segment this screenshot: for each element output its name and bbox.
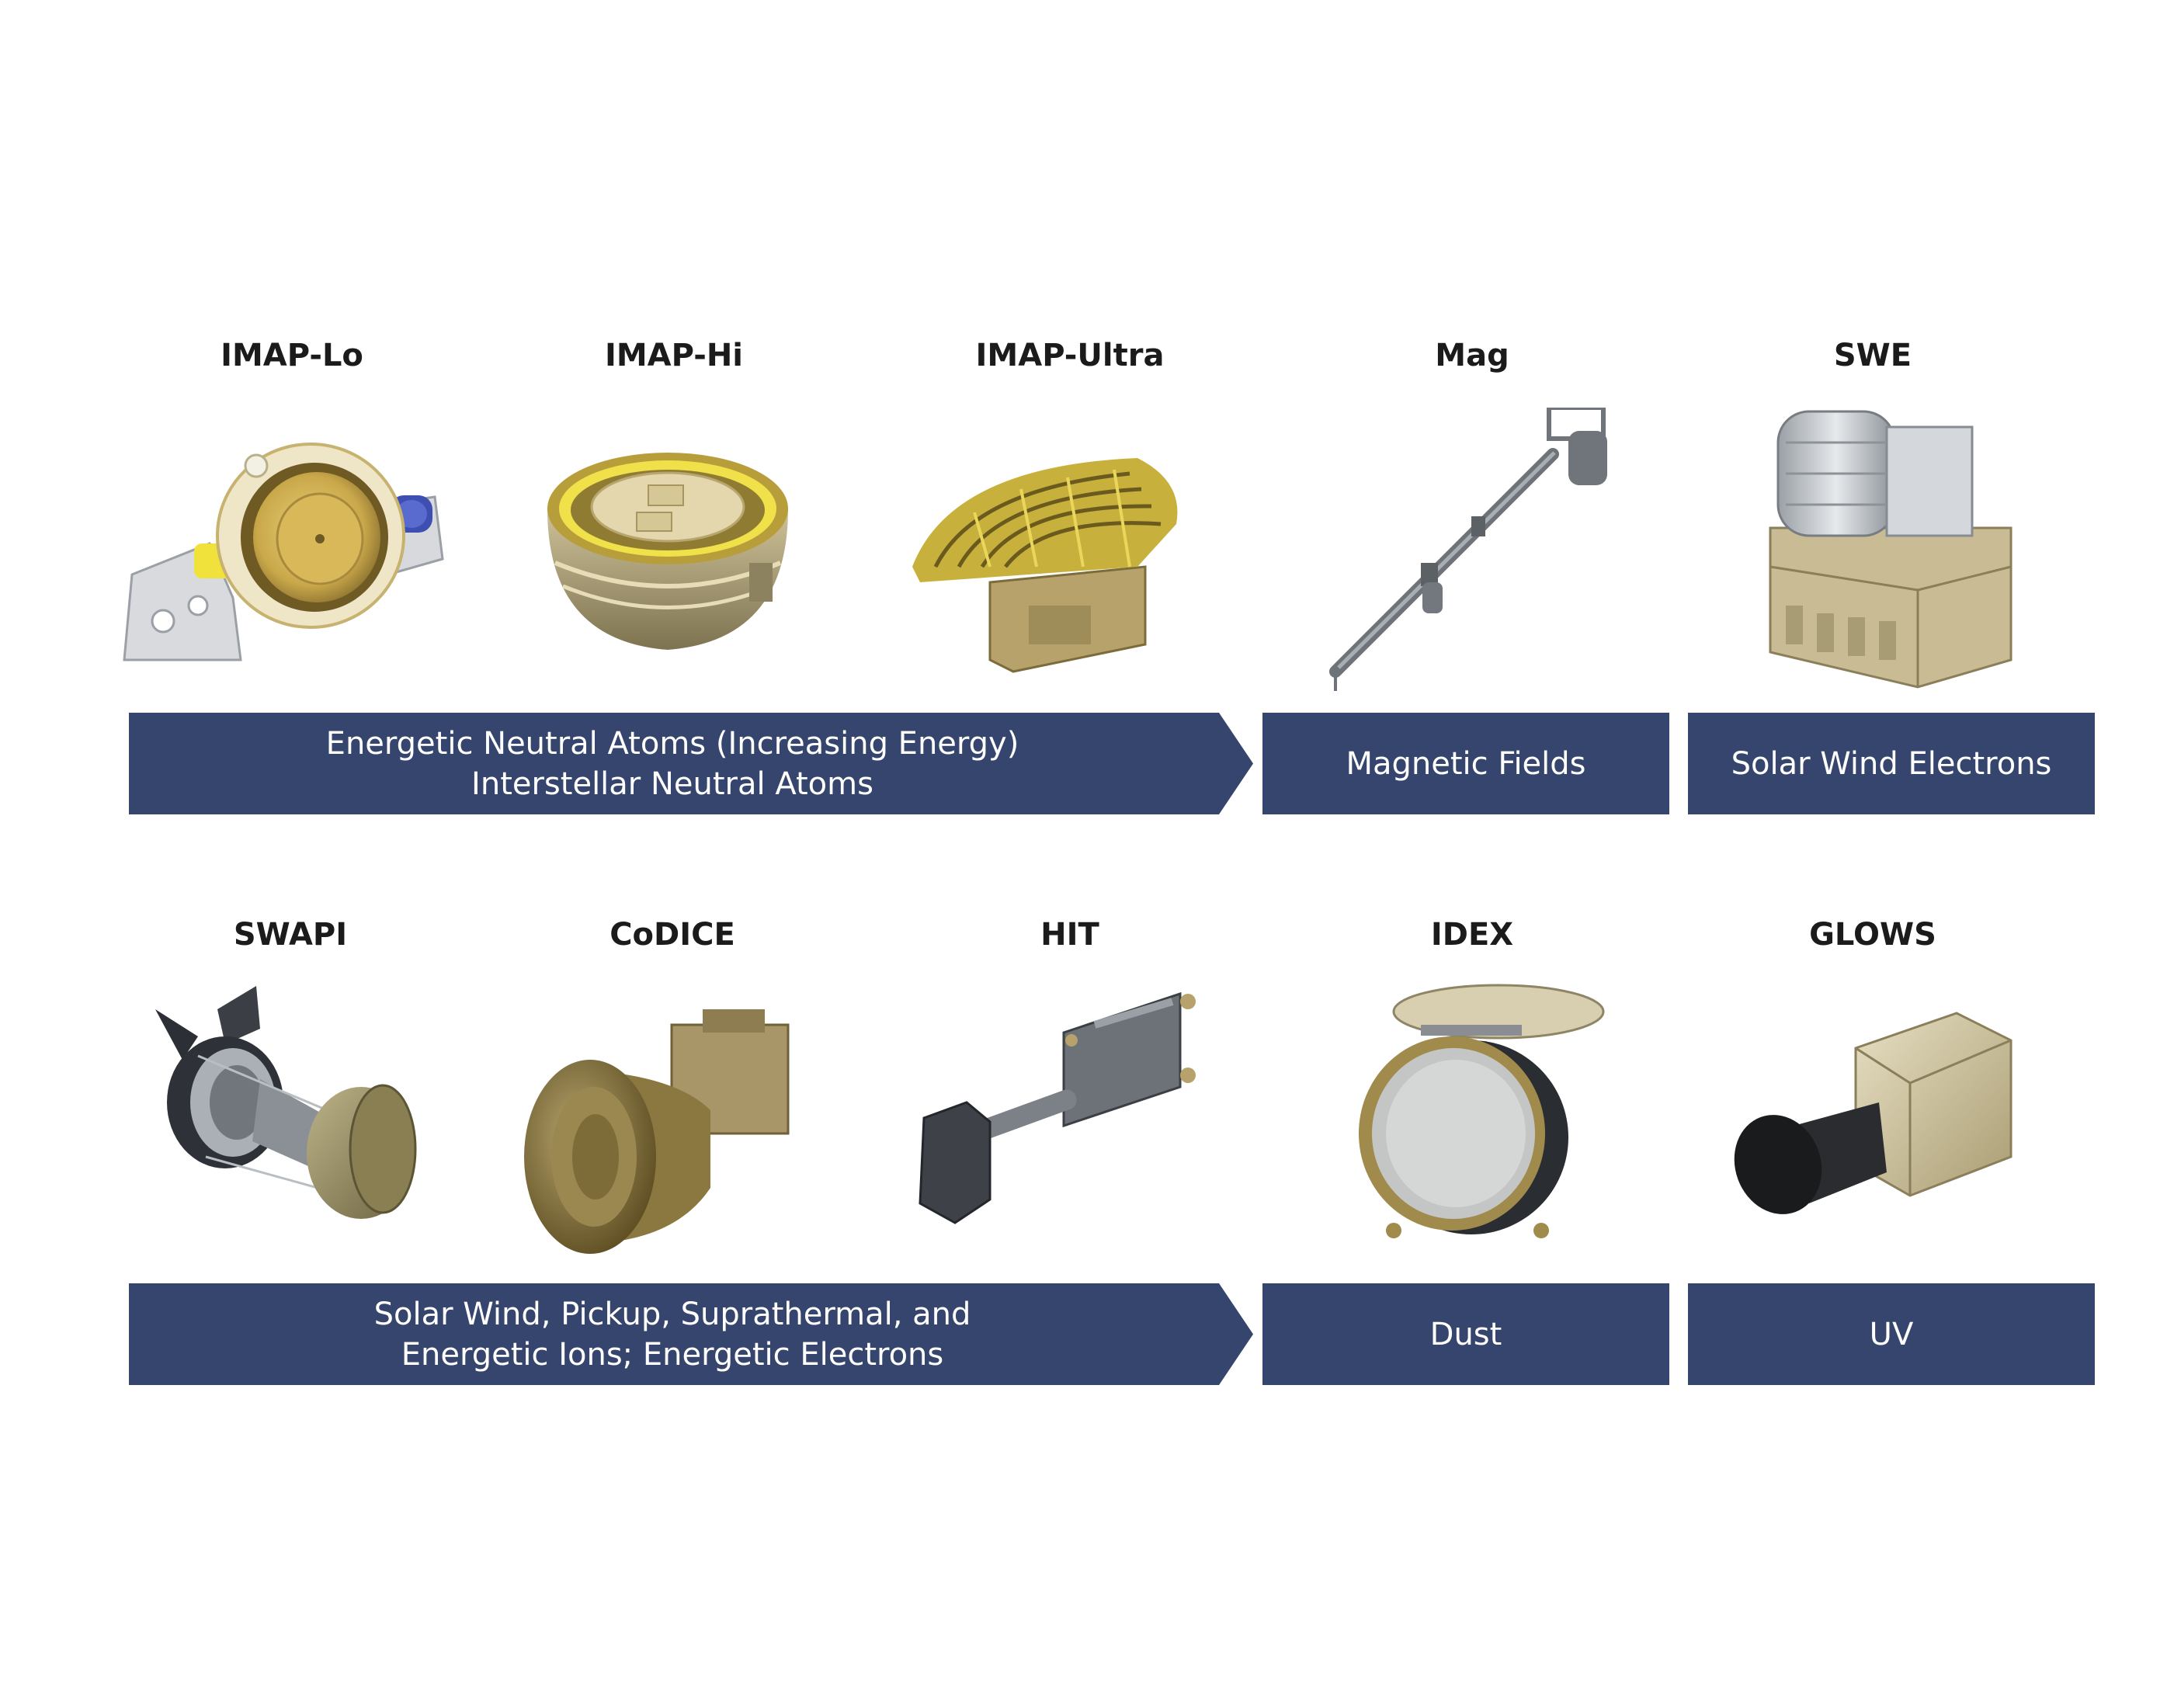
band-dust: Dust xyxy=(1262,1283,1669,1385)
imap-ultra-sensor-icon xyxy=(912,458,1178,673)
band-ena-line2: Interstellar Neutral Atoms xyxy=(471,765,873,802)
band-dust-label: Dust xyxy=(1429,1316,1502,1352)
title-swe: SWE xyxy=(1833,338,1912,373)
band-uv: UV xyxy=(1688,1283,2095,1385)
band-ena-line1: Energetic Neutral Atoms (Increasing Ener… xyxy=(325,725,1019,762)
imap-lo-sensor-icon xyxy=(123,443,444,661)
title-mag: Mag xyxy=(1435,338,1509,373)
glows-sensor-icon xyxy=(1734,1012,2013,1214)
band-swe-label: Solar Wind Electrons xyxy=(1731,745,2052,782)
band-ions-electrons: Solar Wind, Pickup, Suprathermal, and En… xyxy=(129,1283,1253,1385)
title-idex: IDEX xyxy=(1430,917,1514,953)
title-hit: HIT xyxy=(1040,917,1099,953)
band-magnetic-fields: Magnetic Fields xyxy=(1262,713,1669,814)
hit-sensor-icon xyxy=(919,991,1196,1224)
band-ena-ina: Energetic Neutral Atoms (Increasing Ener… xyxy=(129,713,1253,814)
magnetometer-boom-icon xyxy=(1329,408,1607,691)
swapi-sensor-icon xyxy=(155,986,417,1219)
band-solar-wind-electrons: Solar Wind Electrons xyxy=(1688,713,2095,814)
title-swapi: SWAPI xyxy=(233,917,348,953)
band-ions-line2: Energetic Ions; Energetic Electrons xyxy=(401,1336,944,1373)
band-uv-label: UV xyxy=(1869,1316,1914,1352)
band-ions-line1: Solar Wind, Pickup, Suprathermal, and xyxy=(373,1296,971,1332)
title-imap-ultra: IMAP-Ultra xyxy=(975,338,1165,373)
idex-sensor-icon xyxy=(1359,984,1605,1238)
title-codice: CoDICE xyxy=(609,917,735,953)
title-glows: GLOWS xyxy=(1809,917,1936,953)
title-imap-lo: IMAP-Lo xyxy=(221,338,363,373)
codice-sensor-icon xyxy=(524,1009,790,1254)
band-mag-label: Magnetic Fields xyxy=(1346,745,1586,782)
swe-sensor-icon xyxy=(1769,410,2013,689)
title-imap-hi: IMAP-Hi xyxy=(604,338,744,373)
imap-hi-sensor-icon xyxy=(547,453,788,650)
